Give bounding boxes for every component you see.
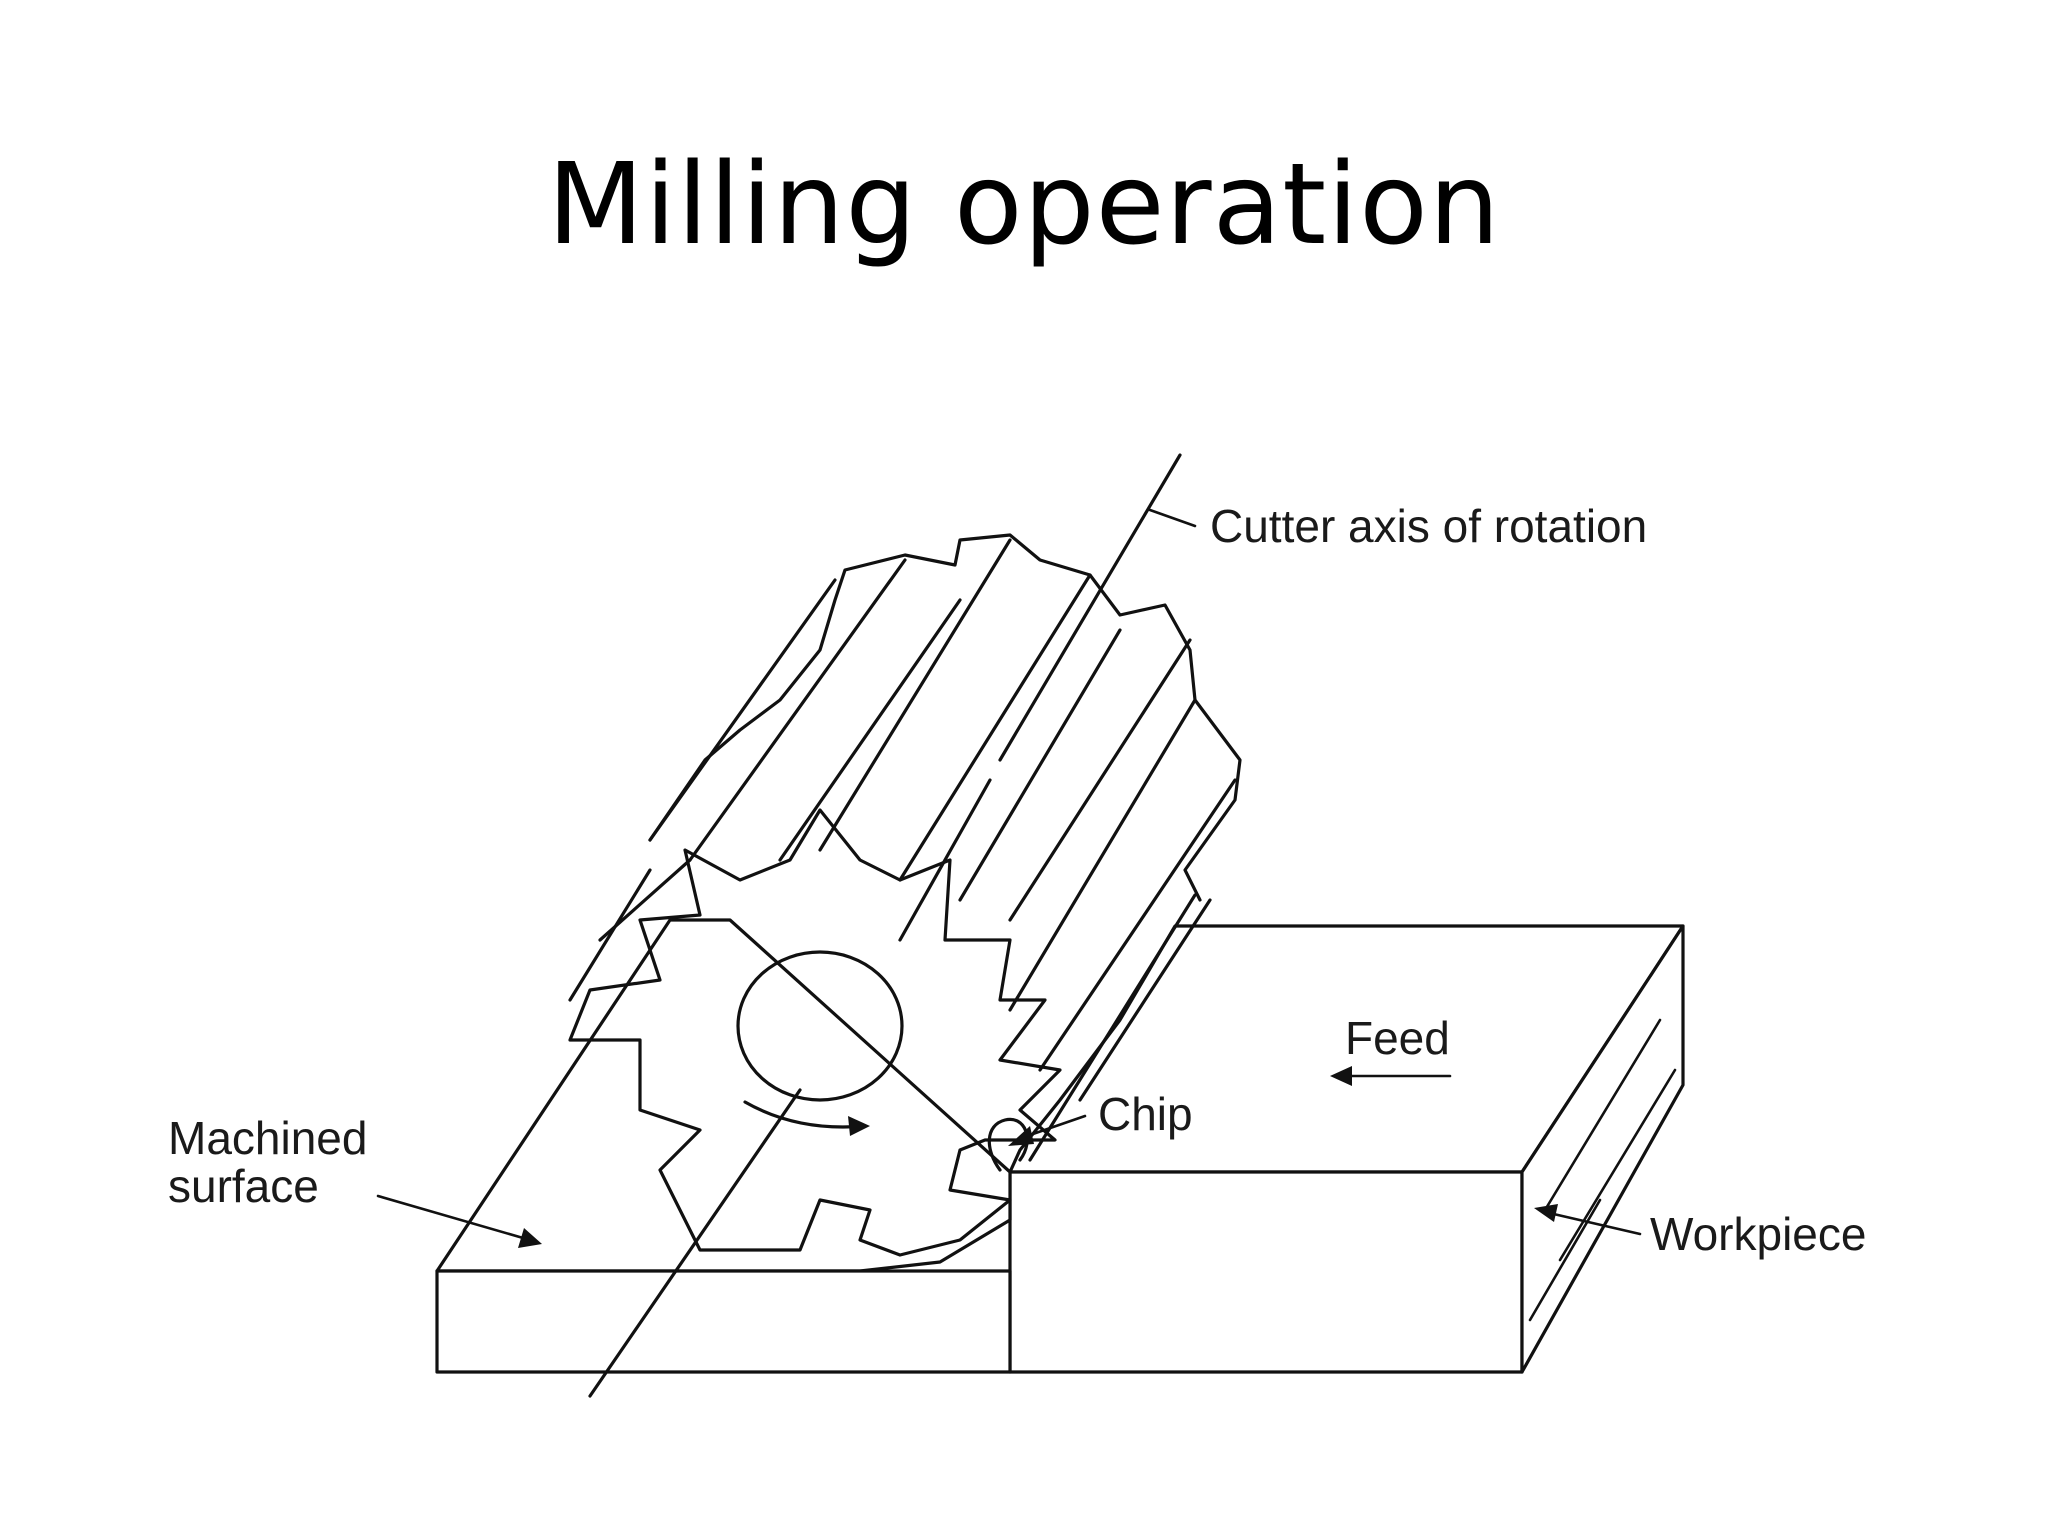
chip-leader (1028, 1114, 1087, 1137)
workpiece-arrowhead (1534, 1204, 1558, 1222)
workpiece-label-group: Workpiece (1534, 1204, 1866, 1260)
cutter-back-outline (648, 533, 1242, 902)
workpiece-block (435, 918, 1685, 1374)
axis-line-mid (898, 778, 992, 942)
side-shade-line-3 (1528, 1198, 1602, 1322)
flute-line-11 (1028, 893, 1197, 1162)
cutter-axis: Cutter axis of rotation (588, 453, 1647, 1398)
flute-line-7 (1008, 638, 1192, 922)
flute-line-5 (898, 573, 1092, 882)
flute-line-4 (818, 538, 1012, 852)
label-workpiece: Workpiece (1650, 1208, 1866, 1260)
cutter-hub (736, 950, 904, 1102)
rotation-arrowhead (848, 1116, 870, 1136)
flute-line-10 (1078, 898, 1212, 1102)
flute-line-2 (688, 558, 907, 862)
workpiece-front-face (1008, 1170, 1524, 1374)
feed-arrowhead (1330, 1066, 1352, 1086)
workpiece-lower-front-face (435, 1269, 1012, 1374)
side-shade-line-1 (1543, 1018, 1662, 1212)
chip-arrowhead (1008, 1126, 1034, 1146)
flute-line-3 (778, 598, 962, 862)
axis-line-upper (998, 453, 1182, 762)
flute-line-6 (958, 628, 1122, 902)
machined-surface-leader (376, 1194, 532, 1242)
machined-surface-arrowhead (518, 1228, 542, 1248)
machined-surface-face (435, 918, 1012, 1273)
flute-line-13 (568, 868, 652, 1002)
feed-group: Feed (1330, 1012, 1452, 1086)
axis-leader (1148, 508, 1197, 528)
axis-line-lower (588, 1088, 802, 1398)
label-machined-surface-line2: surface (168, 1160, 319, 1212)
flute-line-8 (1008, 698, 1197, 1012)
flute-line-9 (1038, 778, 1237, 1072)
label-chip: Chip (1098, 1088, 1193, 1140)
flute-line-1 (648, 578, 837, 842)
slide-title: Milling operation (547, 140, 1501, 270)
side-shade-line-2 (1558, 1068, 1677, 1262)
cutter-front-face (568, 808, 1062, 1257)
label-machined-surface-line1: Machined (168, 1112, 367, 1164)
workpiece-leader (1543, 1210, 1642, 1236)
label-feed: Feed (1345, 1012, 1450, 1064)
workpiece-side-face (1520, 924, 1685, 1374)
label-cutter-axis: Cutter axis of rotation (1210, 500, 1647, 552)
machined-surface-group: Machined surface (168, 1112, 542, 1248)
milling-cutter (568, 533, 1242, 1257)
chip-group: Chip (987, 1088, 1193, 1172)
